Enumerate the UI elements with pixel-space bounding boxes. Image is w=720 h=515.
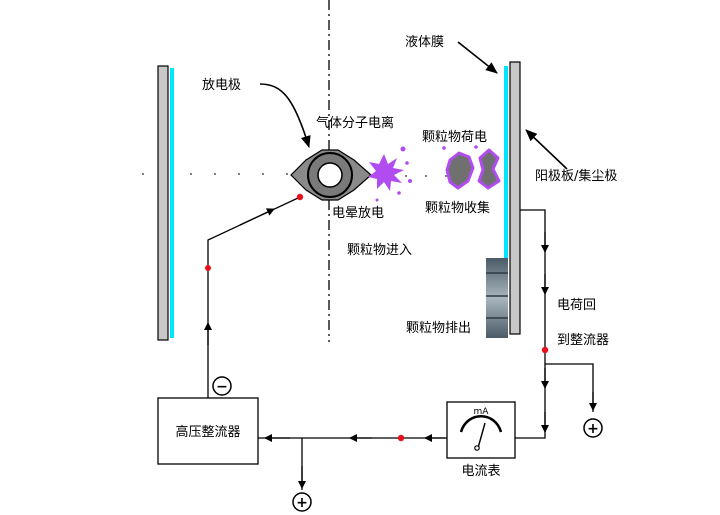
positive-terminal-icon: + (583, 418, 603, 438)
feed-arrow-diag (239, 208, 275, 226)
charge-dot (205, 265, 211, 271)
anode-plate-pointer (525, 129, 568, 170)
charge-dot (296, 193, 304, 201)
particle-discharge-label: 颗粒物排出 (406, 321, 471, 336)
particle-entry-label: 颗粒物进入 (347, 243, 412, 258)
left-liquid-film (170, 68, 174, 338)
gas-ionization-label: 气体分子电离 (316, 115, 394, 131)
particle-charging-label: 颗粒物荷电 (422, 130, 487, 145)
right-liquid-film (504, 66, 508, 338)
charged-particles (442, 145, 501, 190)
svg-text:+: + (587, 421, 599, 437)
ammeter-unit: mA (474, 407, 490, 417)
ammeter-needle-icon (477, 422, 486, 449)
anode-collector-label: 阳极板/集尘极 (535, 168, 617, 184)
discharge-electrode (290, 149, 372, 201)
particle-discharge-band (486, 258, 508, 338)
corona-discharge-label: 电晕放电 (332, 206, 384, 221)
hv-rectifier-label: 高压整流器 (175, 424, 240, 440)
left-plate (157, 65, 169, 341)
discharge-electrode-label: 放电极 (202, 78, 241, 93)
liquid-film-pointer (457, 41, 498, 74)
ammeter: mA (446, 401, 516, 459)
ground-branch-right (545, 363, 594, 412)
feed-wire (207, 197, 299, 398)
charge-dot (541, 346, 549, 354)
charge-return-label-1: 电荷回 (557, 298, 596, 313)
ammeter-label: 电流表 (461, 464, 500, 479)
svg-text:−: − (216, 379, 228, 395)
ammeter-dial-icon (459, 415, 503, 433)
charge-dot (397, 434, 405, 442)
negative-terminal-icon: − (212, 376, 232, 396)
hv-rectifier-box (157, 397, 259, 465)
liquid-film-label: 液体膜 (405, 35, 444, 50)
corona-burst (368, 146, 412, 202)
discharge-electrode-pointer (259, 83, 311, 148)
particle-collection-label: 颗粒物收集 (425, 200, 490, 216)
svg-text:+: + (296, 495, 308, 511)
charge-return-label-2: 到整流器 (557, 333, 609, 348)
positive-terminal-icon: + (292, 492, 312, 512)
return-wire (515, 209, 546, 439)
right-plate (509, 61, 521, 335)
